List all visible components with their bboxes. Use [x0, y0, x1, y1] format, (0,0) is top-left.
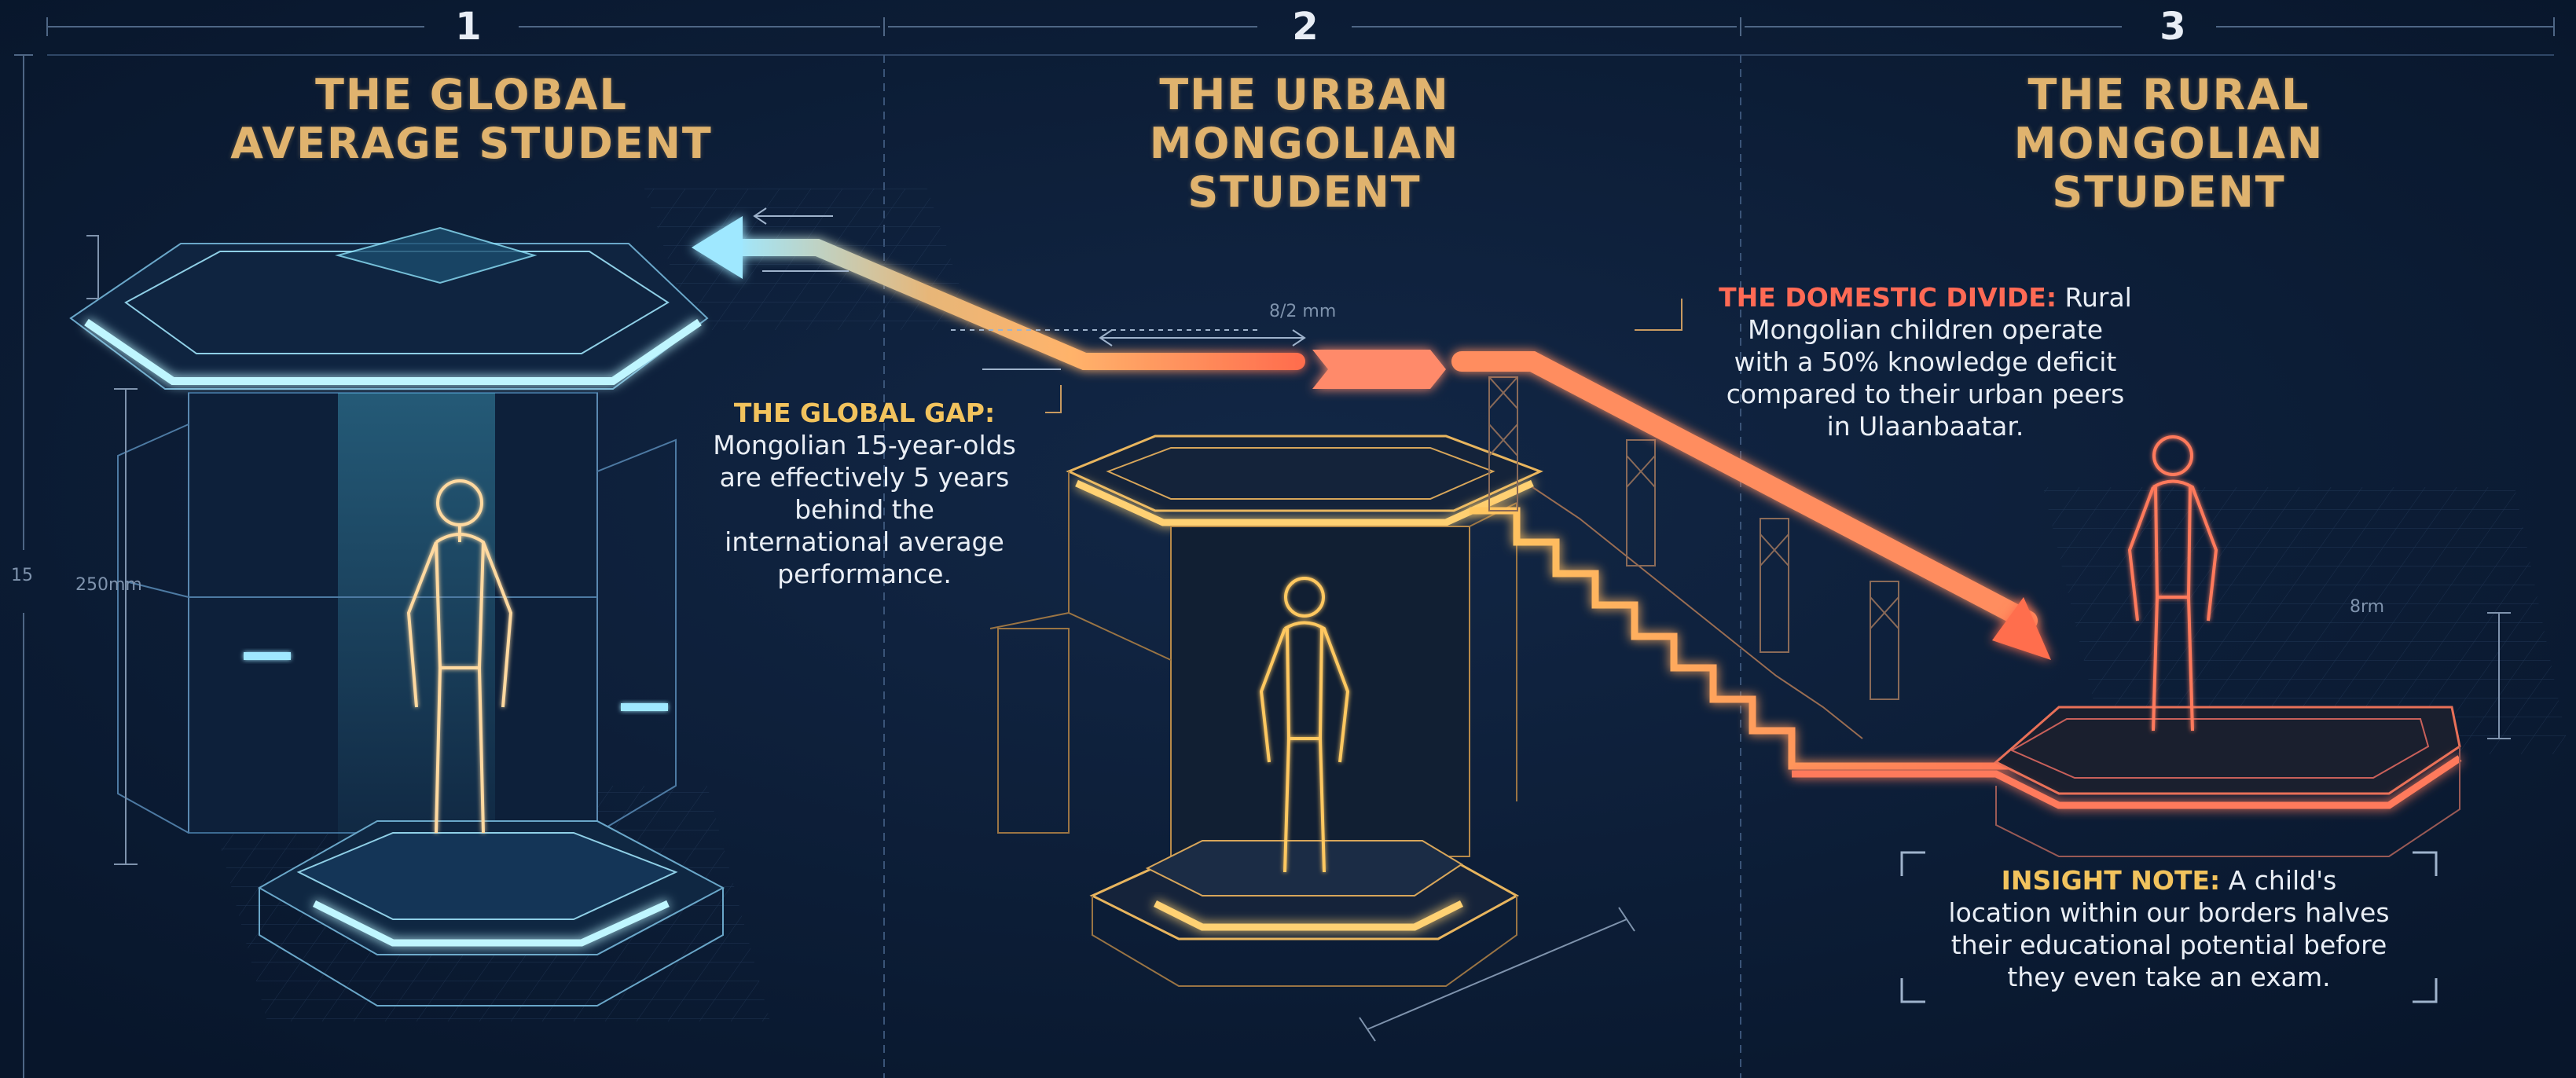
urban-student-figure [1259, 577, 1350, 873]
title-line: STUDENT [2052, 167, 2286, 217]
note-global-gap-lead: THE GLOBAL GAP: [733, 398, 996, 428]
title-line: THE URBAN [1159, 70, 1450, 119]
note-line: location within our borders halves [1948, 897, 2390, 928]
note-line: they even take an exam. [2007, 962, 2331, 992]
note-domestic-divide: THE DOMESTIC DIVIDE: Rural Mongolian chi… [1666, 281, 2185, 442]
arrow-down-right-icon [1992, 597, 2051, 660]
column-number-1: 1 [455, 5, 482, 49]
title-line: AVERAGE STUDENT [230, 119, 713, 168]
dimension-height-left: 250mm [75, 575, 142, 595]
note-line: performance. [777, 559, 952, 589]
column-number-3: 3 [2160, 5, 2186, 49]
guide-arrows [753, 207, 1306, 370]
arrow-left-icon [692, 216, 743, 279]
note-line: in Ulaanbaatar. [1826, 411, 2024, 442]
note-line: Mongolian children operate [1747, 314, 2104, 345]
note-line: with a 50% knowledge deficit [1734, 346, 2117, 377]
frame-lines [14, 17, 2555, 1078]
note-domestic-divide-rest: Rural [2057, 282, 2132, 313]
note-domestic-divide-lead: THE DOMESTIC DIVIDE: [1719, 282, 2057, 313]
rural-platform [1792, 612, 2511, 857]
staircase-icon [1470, 376, 2059, 770]
title-line: MONGOLIAN [1149, 119, 1460, 168]
column-number-2: 2 [1292, 5, 1319, 49]
title-global-average-student: THE GLOBAL AVERAGE STUDENT [196, 71, 747, 168]
rural-student-figure [2127, 435, 2218, 732]
note-line: are effectively 5 years [719, 462, 1010, 493]
note-line: their educational potential before [1950, 930, 2387, 960]
note-line: Mongolian 15-year-olds [713, 430, 1016, 460]
title-line: STUDENT [1187, 167, 1422, 217]
title-line: MONGOLIAN [2013, 119, 2325, 168]
title-urban-mongolian-student: THE URBAN MONGOLIAN STUDENT [1069, 71, 1540, 217]
title-rural-mongolian-student: THE RURAL MONGOLIAN STUDENT [1933, 71, 2405, 217]
gap-arrow-path [692, 216, 2051, 660]
note-insight-rest: A child's [2220, 865, 2337, 896]
leader-lines [1045, 299, 1682, 413]
note-line: compared to their urban peers [1726, 379, 2125, 409]
global-student-figure [406, 479, 513, 834]
note-line: behind the [794, 494, 934, 525]
title-line: THE GLOBAL [315, 70, 628, 119]
global-tower [69, 226, 725, 1006]
insight-brackets [1900, 851, 2438, 1003]
urban-tower [989, 434, 1635, 1042]
note-line: international average [725, 526, 1004, 557]
dimension-step-right: 8rm [2350, 597, 2385, 617]
side-label: 15 [11, 566, 33, 585]
note-insight-lead: INSIGHT NOTE: [2001, 865, 2221, 896]
note-insight: INSIGHT NOTE: A child's location within … [1910, 864, 2428, 993]
note-global-gap: THE GLOBAL GAP: Mongolian 15-year-olds a… [676, 397, 1053, 590]
title-line: THE RURAL [2027, 70, 2310, 119]
dimension-span-top: 8/2 mm [1269, 302, 1337, 321]
